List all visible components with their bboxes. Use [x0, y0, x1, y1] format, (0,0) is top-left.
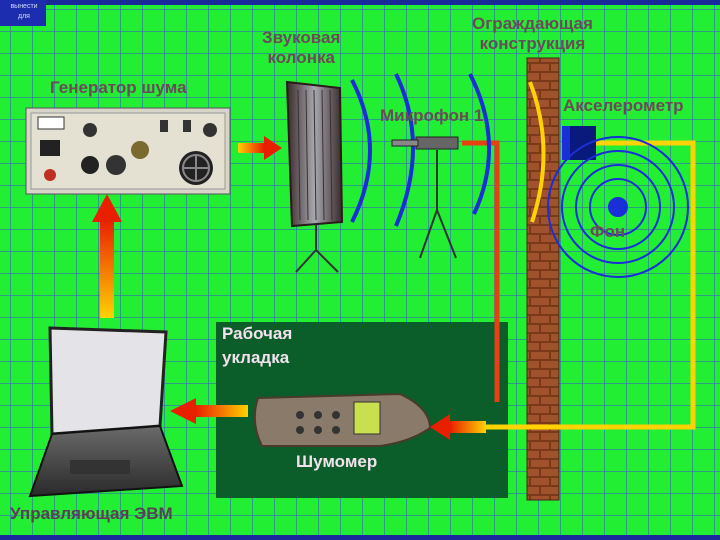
sound-waves-barrier-side	[528, 81, 546, 223]
accelerometer	[562, 126, 596, 160]
noise-generator	[25, 107, 231, 195]
label-control-computer: Управляющая ЭВМ	[10, 504, 173, 523]
arrow-generator-to-speaker	[238, 136, 282, 160]
sound-waves	[350, 73, 492, 227]
label-microphone-1: Микрофон 1	[380, 106, 484, 125]
arrow-computer-to-generator	[92, 194, 122, 318]
arrow-cables-to-meter	[430, 414, 486, 440]
arrow-meter-to-computer	[170, 398, 248, 424]
corner-tag-line-2: для	[18, 13, 30, 20]
accelerometer-cable	[486, 140, 696, 430]
label-speaker: Звуковая колонка	[262, 28, 341, 67]
microphone-cable	[462, 140, 500, 402]
control-computer	[28, 326, 184, 498]
label-noise-generator: Генератор шума	[50, 78, 187, 97]
noise-meter	[253, 392, 432, 447]
corner-tag-line-1: вынести	[10, 3, 38, 10]
background-noise-source	[547, 136, 689, 278]
label-barrier: Ограждающая конструкция	[472, 14, 593, 53]
label-noise-meter: Шумомер	[296, 452, 378, 471]
bottom-border	[0, 535, 720, 540]
label-workspace: Рабочая укладка	[222, 324, 293, 367]
label-accelerometer: Акселерометр	[563, 96, 684, 115]
speaker	[285, 80, 344, 273]
top-border	[0, 0, 720, 5]
label-background: Фон	[590, 222, 626, 241]
microphone-1	[391, 136, 459, 259]
corner-tag: вынести для	[0, 0, 46, 26]
